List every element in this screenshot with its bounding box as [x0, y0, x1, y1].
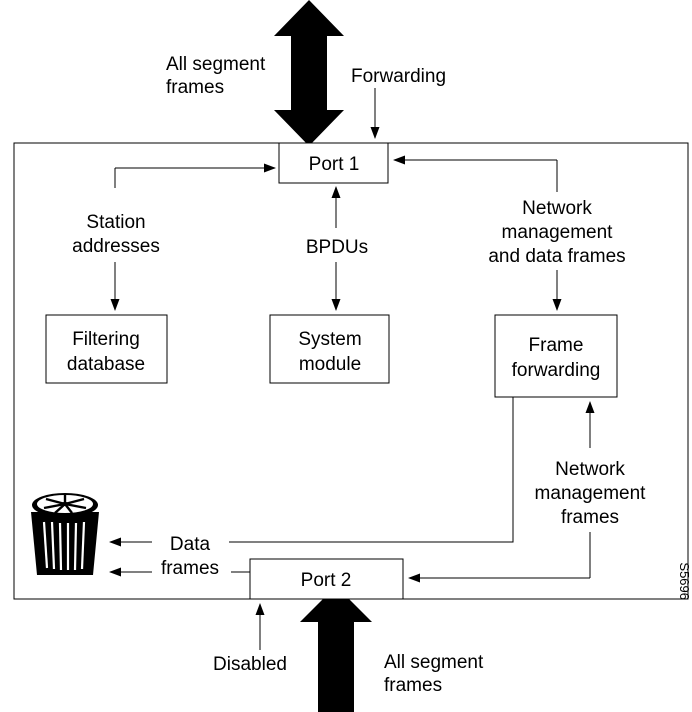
netmgmt-data-label-3: and data frames	[488, 246, 625, 267]
figure-id-label: S5696	[677, 562, 692, 600]
all-segment-frames-bottom-label-2: frames	[384, 675, 442, 696]
filtering-database-label-2: database	[67, 354, 145, 375]
all-segment-frames-top-label-2: frames	[166, 77, 224, 98]
system-module-label-1: System	[298, 329, 361, 350]
port2-box	[249, 558, 404, 600]
netmgmt-data-label-2: management	[502, 222, 614, 243]
all-segment-frames-top-arrow	[274, 0, 344, 146]
frame-forwarding-box	[494, 314, 618, 398]
all-segment-frames-top-label-1: All segment	[166, 54, 266, 75]
data-discard-path	[229, 397, 514, 543]
filtering-database-label-1: Filtering	[72, 329, 140, 350]
all-segment-frames-bottom-arrow	[300, 586, 372, 712]
all-segment-frames-bottom-label-1: All segment	[384, 652, 484, 673]
netmgmt-frames-label-3: frames	[561, 507, 619, 528]
bpdus-label: BPDUs	[306, 237, 368, 258]
port2-label: Port 2	[301, 570, 352, 591]
frame-forwarding-label-2: forwarding	[512, 360, 601, 381]
trash-can-icon	[31, 493, 99, 575]
data-frames-label-1: Data	[170, 534, 211, 555]
port1-label: Port 1	[309, 154, 360, 175]
station-addresses-label-2: addresses	[72, 236, 160, 257]
port1-box	[278, 142, 389, 184]
data-frames-label-2: frames	[161, 558, 219, 579]
netmgmt-frames-label-1: Network	[555, 459, 625, 480]
netmgmt-frames-label-2: management	[535, 483, 647, 504]
filtering-database-box	[45, 314, 168, 384]
disabled-label: Disabled	[213, 654, 287, 675]
system-module-label-2: module	[299, 354, 361, 375]
station-addresses-label-1: Station	[86, 212, 145, 233]
netmgmt-data-label-1: Network	[522, 198, 592, 219]
forwarding-label: Forwarding	[351, 66, 446, 87]
frame-forwarding-label-1: Frame	[529, 335, 584, 356]
system-module-box	[269, 314, 390, 384]
